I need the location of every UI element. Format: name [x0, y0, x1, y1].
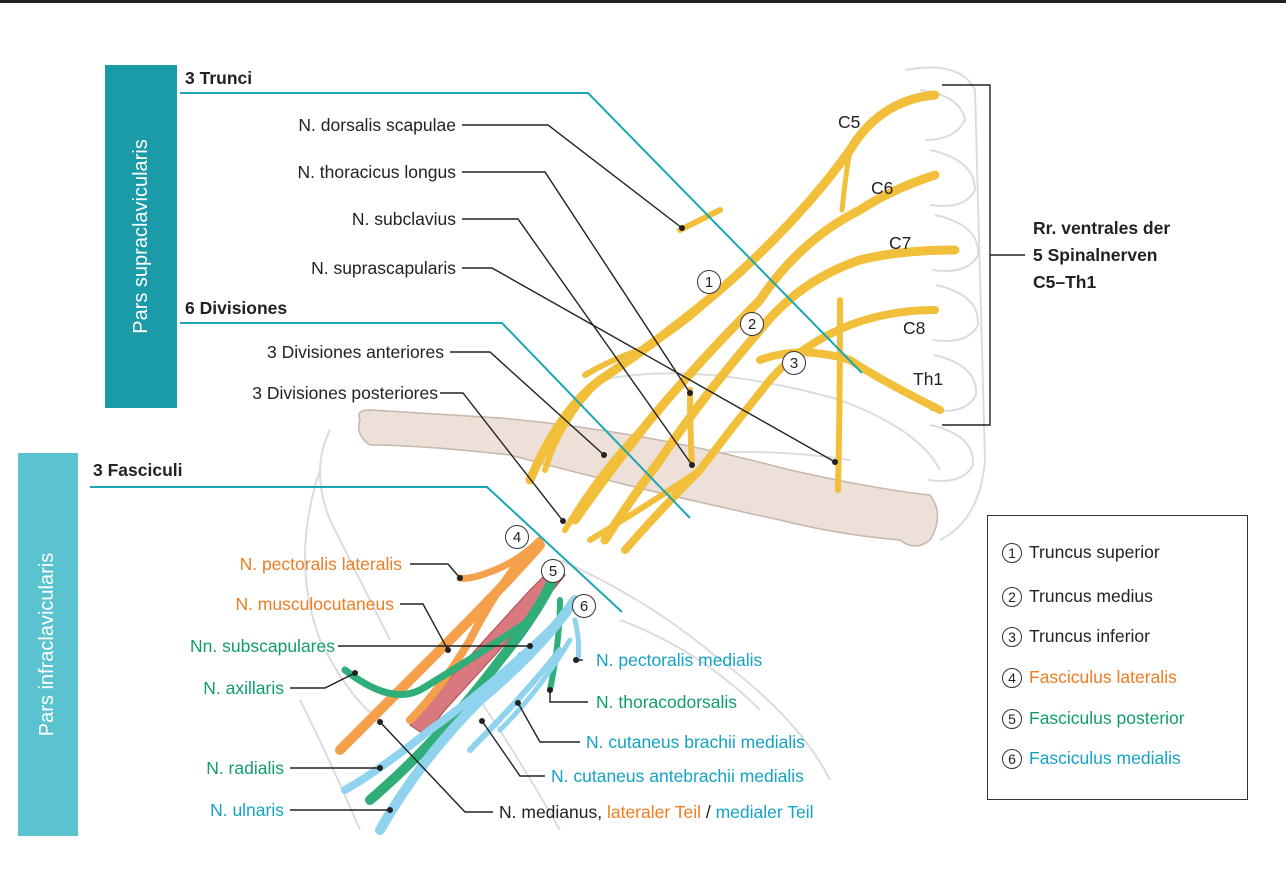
legend-item-1: 1 Truncus superior	[1002, 542, 1160, 563]
heading-fasciculi: 3 Fasciculi	[93, 460, 183, 480]
label-dorsalis-scapulae: N. dorsalis scapulae	[298, 115, 456, 135]
marker-2: 2	[740, 312, 764, 336]
legend-item-3: 3 Truncus inferior	[1002, 626, 1150, 647]
spinal-label-line2: 5 Spinalnerven	[1033, 245, 1158, 265]
legend-number: 3	[1002, 626, 1022, 647]
root-c8: C8	[903, 318, 926, 338]
label-musculocutaneus: N. musculocutaneus	[235, 594, 394, 614]
root-c7: C7	[889, 233, 912, 253]
band-supraclavicularis: Pars supraclavicularis	[105, 65, 177, 408]
label-pectoralis-medialis: N. pectoralis medialis	[596, 650, 763, 670]
skeleton-outlines	[299, 66, 987, 831]
medianus-prefix: N. medianus,	[499, 802, 607, 822]
label-medianus: N. medianus, lateraler Teil / medialer T…	[499, 802, 814, 822]
medianus-sep: /	[701, 802, 716, 822]
heading-lines	[90, 92, 863, 613]
label-cutaneus-antebrachii-medialis: N. cutaneus antebrachii medialis	[551, 766, 804, 786]
marker-4: 4	[505, 525, 529, 549]
root-th1: Th1	[913, 369, 944, 389]
label-divisiones-posteriores: 3 Divisiones posteriores	[252, 383, 438, 403]
legend-box: 1 Truncus superior 2 Truncus medius 3 Tr…	[987, 515, 1248, 800]
legend-number: 2	[1002, 586, 1022, 607]
legend-label: Fasciculus lateralis	[1029, 667, 1177, 687]
root-c6: C6	[871, 178, 894, 198]
spinal-label-line3: C5–Th1	[1033, 272, 1097, 292]
medianus-medial: medialer Teil	[715, 802, 814, 822]
marker-5: 5	[541, 559, 565, 583]
label-subscapulares: Nn. subscapulares	[190, 636, 335, 656]
legend-label: Truncus medius	[1029, 586, 1153, 606]
legend-label: Truncus inferior	[1029, 626, 1150, 646]
medianus-lateral: lateraler Teil	[606, 802, 701, 822]
legend-number: 6	[1002, 748, 1022, 769]
heading-divisiones: 6 Divisiones	[185, 298, 288, 318]
heading-trunci: 3 Trunci	[185, 68, 253, 88]
band-infraclavicularis-label: Pars infraclavicularis	[36, 552, 59, 737]
band-infraclavicularis: Pars infraclavicularis	[18, 453, 78, 836]
legend-number: 1	[1002, 542, 1022, 563]
marker-6: 6	[572, 594, 596, 618]
label-pectoralis-lateralis: N. pectoralis lateralis	[239, 554, 402, 574]
legend-label: Fasciculus posterior	[1029, 708, 1185, 728]
legend-item-5: 5 Fasciculus posterior	[1002, 708, 1185, 729]
label-divisiones-anteriores: 3 Divisiones anteriores	[266, 342, 444, 362]
label-axillaris: N. axillaris	[203, 678, 284, 698]
band-supraclavicularis-label: Pars supraclavicularis	[129, 139, 152, 334]
lateral-cord	[335, 536, 545, 755]
label-radialis: N. radialis	[206, 758, 284, 778]
label-thoracodorsalis: N. thoracodorsalis	[596, 692, 738, 712]
legend-item-2: 2 Truncus medius	[1002, 586, 1153, 607]
medial-cord	[341, 595, 582, 835]
marker-3: 3	[782, 351, 806, 375]
legend-item-4: 4 Fasciculus lateralis	[1002, 667, 1177, 688]
legend-item-6: 6 Fasciculus medialis	[1002, 748, 1181, 769]
label-cutaneus-brachii-medialis: N. cutaneus brachii medialis	[586, 732, 805, 752]
legend-label: Fasciculus medialis	[1029, 748, 1181, 768]
leader-dots	[352, 225, 838, 813]
label-subclavius: N. subclavius	[351, 209, 456, 229]
leader-lines	[290, 84, 1025, 813]
marker-1: 1	[697, 270, 721, 294]
legend-number: 4	[1002, 667, 1022, 688]
spinal-label-line1: Rr. ventrales der	[1033, 218, 1171, 238]
root-c5: C5	[838, 112, 861, 132]
label-thoracicus-longus: N. thoracicus longus	[297, 162, 456, 182]
legend-label: Truncus superior	[1029, 542, 1160, 562]
label-ulnaris: N. ulnaris	[210, 800, 284, 820]
label-suprascapularis: N. suprascapularis	[311, 258, 456, 278]
top-border	[0, 0, 1286, 3]
legend-number: 5	[1002, 708, 1022, 729]
